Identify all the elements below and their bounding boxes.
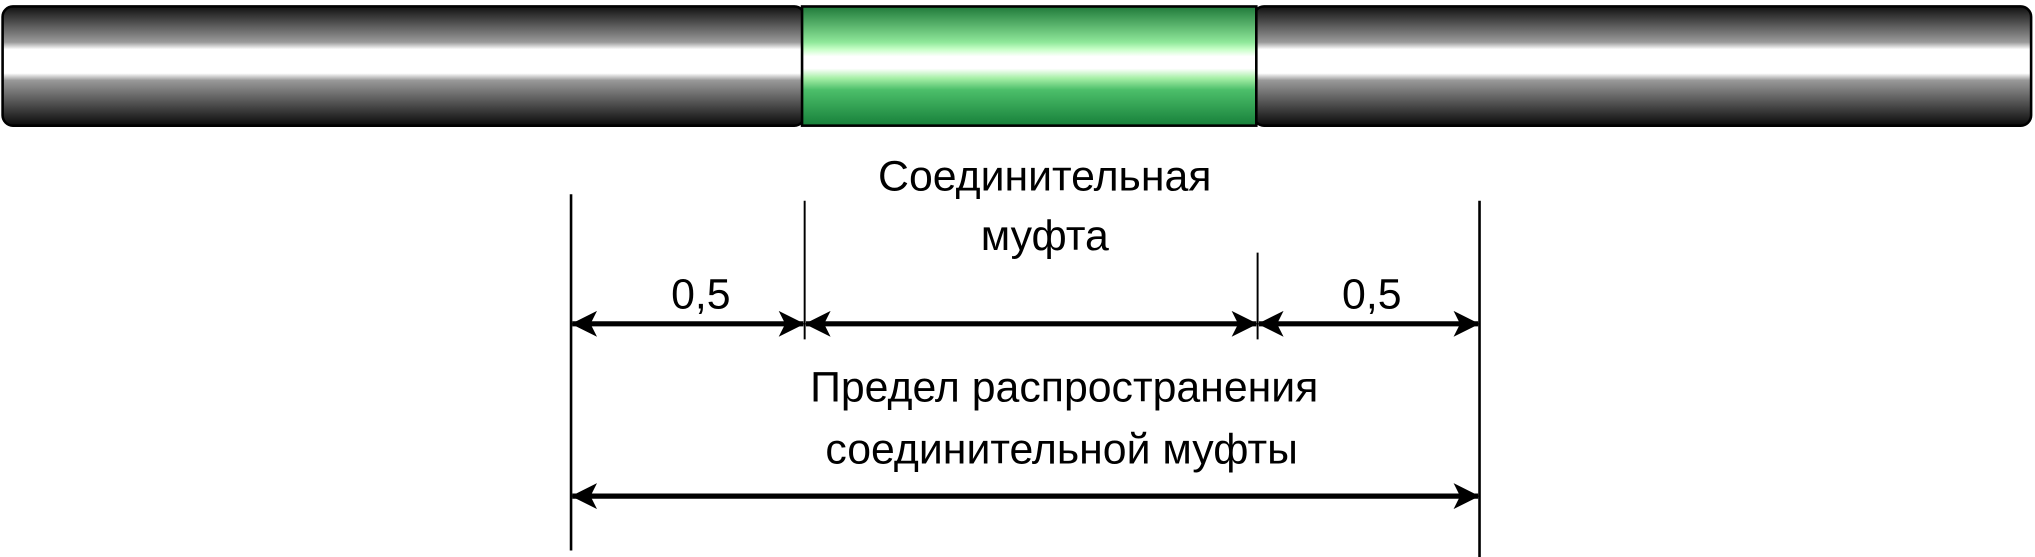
limit-label-line2: соединительной муфты xyxy=(825,426,1298,474)
limit-label-line1: Предел распространения xyxy=(810,364,1318,412)
coupling-sleeve xyxy=(800,5,1258,127)
cable-right xyxy=(1252,5,2033,127)
cable-left xyxy=(1,5,806,127)
right-dimension-label: 0,5 xyxy=(1342,270,1402,318)
coupling-label-line2: муфта xyxy=(981,212,1109,260)
coupling-label-line1: Соединительная xyxy=(878,152,1211,200)
left-dimension-label: 0,5 xyxy=(671,270,731,318)
